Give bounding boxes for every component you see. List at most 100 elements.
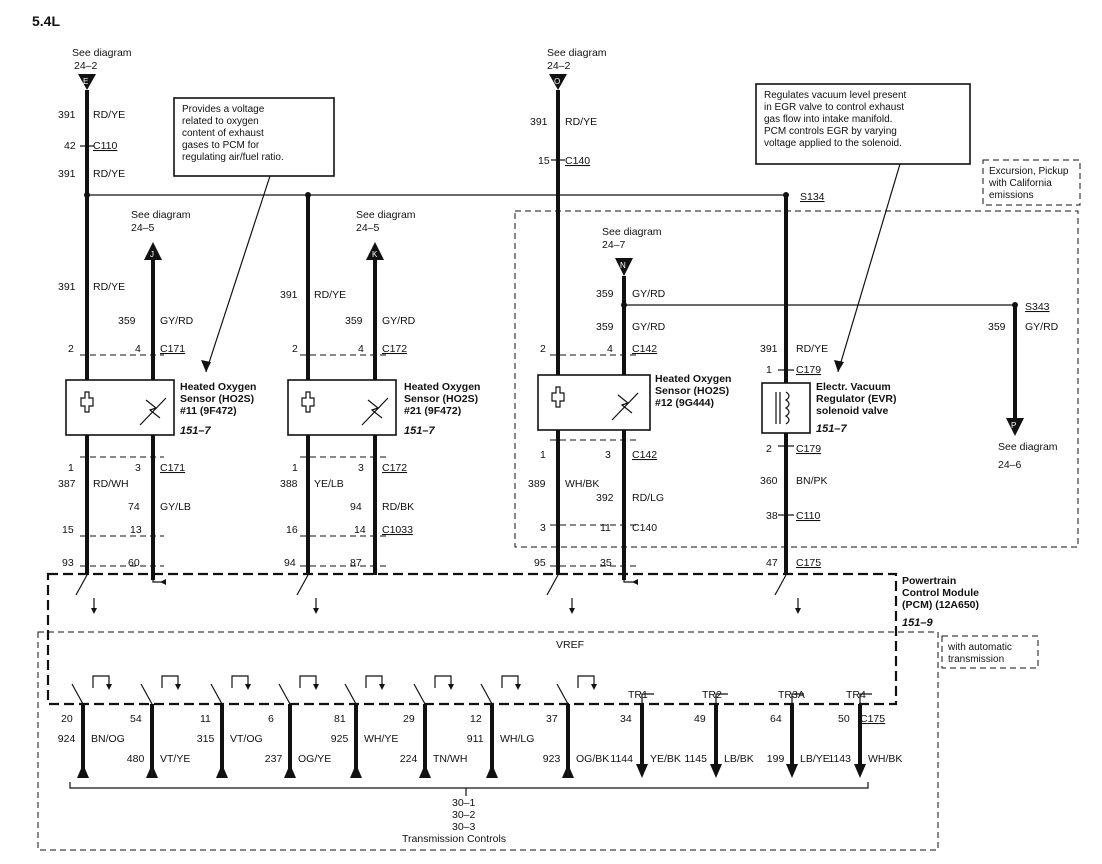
tag-TR2: TR2 [702,689,722,701]
ref-o-triangle-icon [549,74,567,90]
ho2s11-label: Sensor (HO2S) [180,393,254,405]
ref-o[interactable]: See diagram 24–2 O [547,47,607,90]
color-gy-rd: GY/RD [160,315,194,327]
pin-13: 13 [130,524,142,536]
circuit-391: 391 [58,109,76,121]
ref-k-see: See diagram [356,209,416,221]
ref-e[interactable]: See diagram 24–2 E [72,47,132,90]
splice-s343: S343 [1025,301,1050,313]
circuit-391: 391 [530,116,548,128]
ho2s12-label: Heated Oxygen [655,373,731,385]
ref-k-page: 24–5 [356,222,380,234]
pcm-ref[interactable]: 151–9 [902,617,933,629]
circuit-74: 74 [128,501,140,513]
color-rd-bk: RD/BK [382,501,414,513]
connector-c110: C110 [93,140,117,152]
pcm-switch-icon [577,675,595,688]
pcm-outline[interactable] [46,572,898,706]
pin-54: 54 [130,713,142,725]
trans-ref[interactable]: 30–2 [452,809,476,821]
circuit-359: 359 [596,321,614,333]
egr-note: gas flow into intake manifold. [764,114,892,125]
color-label: OG/YE [298,753,331,765]
connector-c140: C140 [632,522,657,534]
color-label: VT/YE [160,753,190,765]
ref-n-see: See diagram [602,226,662,238]
circuit-224: 224 [400,753,418,765]
pin-81: 81 [334,713,346,725]
circuit-923: 923 [543,753,561,765]
pin-3: 3 [135,462,141,474]
circuit-925: 925 [331,733,349,745]
connector-c179: C179 [796,443,821,455]
pin-37: 37 [546,713,558,725]
evr-ref[interactable]: 151–7 [816,423,847,435]
trans-ref[interactable]: 30–3 [452,821,476,833]
ref-k[interactable]: See diagram 24–5 K [356,209,416,260]
pin-49: 49 [694,713,706,725]
ref-n-triangle-icon [615,258,633,276]
ref-j[interactable]: See diagram 24–5 J [131,209,191,260]
pcm-switch-icon [434,675,452,688]
pin-4: 4 [607,343,613,355]
circuit-387: 387 [58,478,76,490]
pcm-switch-arrow-icon [448,684,454,690]
pin-15: 15 [62,524,74,536]
o2-note: regulating air/fuel ratio. [182,152,284,163]
color-label: YE/BK [650,753,681,765]
splice-s134: S134 [800,191,825,203]
pcm-label: Powertrain [902,575,956,587]
ho2s21-label: Heated Oxygen [404,381,480,393]
ref-k-arrow-icon [366,242,384,260]
down-arrow-icon [786,764,798,778]
pcm-switch-arrow-icon [591,684,597,690]
pin-20: 20 [61,713,73,725]
ho2s21-box[interactable] [287,379,397,436]
ref-o-page: 24–2 [547,60,571,72]
egr-note-box [755,83,971,165]
o2-note: related to oxygen [182,116,259,127]
color-label: VT/OG [230,733,263,745]
ho2s11-box[interactable] [65,379,175,436]
color-rd-ye: RD/YE [565,116,597,128]
pin-87: 87 [350,557,362,569]
ho2s11-ref[interactable]: 151–7 [180,425,211,437]
pcm-switch-arrow-icon [515,684,521,690]
pin-4: 4 [135,343,141,355]
ho2s12-box[interactable] [537,374,651,431]
pin-64: 64 [770,713,782,725]
circuit-315: 315 [197,733,215,745]
ref-n-letter: N [620,261,626,270]
connector-c110: C110 [796,510,820,522]
evr-label: Electr. Vacuum [816,381,891,393]
ho2s21-label: Sensor (HO2S) [404,393,478,405]
ho2s21-ref[interactable]: 151–7 [404,425,435,437]
pcm-switch-icon [161,675,179,688]
arrow-head-icon [201,360,211,372]
pcm-switch-icon [344,683,357,705]
ref-p[interactable]: P See diagram 24–6 [998,418,1058,471]
circuit-389: 389 [528,478,546,490]
trans-ref[interactable]: 30–1 [452,797,476,809]
ref-j-arrow-icon [144,242,162,260]
egr-note: voltage applied to the solenoid. [764,138,902,149]
up-arrow-icon [486,764,498,778]
variable-resistor-icon [139,397,167,426]
ref-p-letter: P [1011,421,1016,430]
ref-j-letter: J [150,250,154,259]
pcm-switch-icon [365,675,383,688]
pcm-switch-arrow-icon [313,684,319,690]
pin-29: 29 [403,713,415,725]
ho2s11-label: #11 (9F472) [180,405,237,417]
down-arrow-icon [636,764,648,778]
ref-n[interactable]: See diagram 24–7 N [602,226,662,276]
pcm-switch-arrow-icon [106,684,112,690]
pcm-switch-icon [791,693,804,704]
color-label: WH/YE [364,733,398,745]
pcm-switch-icon [210,683,223,705]
auto-trans-region [37,631,939,851]
circuit-1145: 1145 [684,753,707,765]
pin-3: 3 [358,462,364,474]
pin-95: 95 [534,557,546,569]
